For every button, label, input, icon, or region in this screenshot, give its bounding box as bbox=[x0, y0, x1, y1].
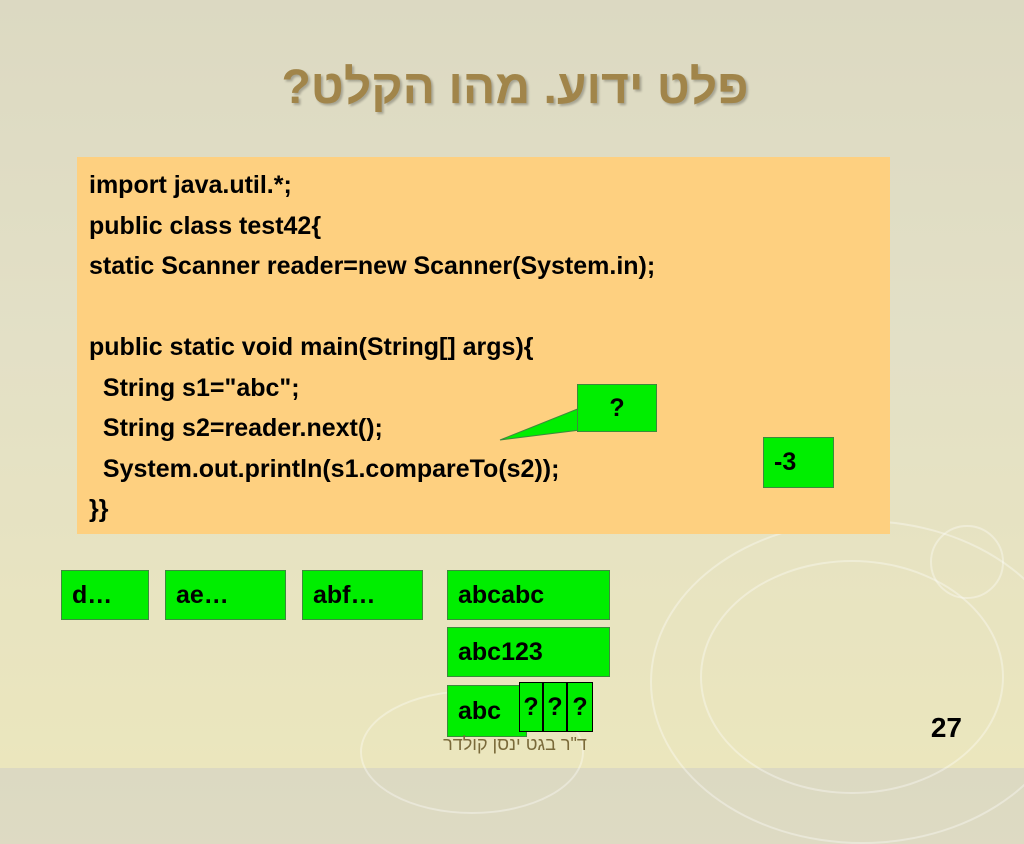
callout-label: ? bbox=[609, 393, 625, 422]
slide-footer: ד"ר בגט ינסן קולדר bbox=[443, 734, 587, 754]
code-line: import java.util.*; bbox=[89, 171, 292, 199]
code-line: public static void main(String[] args){ bbox=[89, 333, 534, 361]
code-line: static Scanner reader=new Scanner(System… bbox=[89, 252, 656, 280]
callout-question-box: ? bbox=[577, 384, 657, 432]
code-line: }} bbox=[89, 495, 109, 523]
code-line: public class test42{ bbox=[89, 211, 322, 240]
answer-option-label: abf… bbox=[313, 580, 376, 609]
code-line: String s2=reader.next(); bbox=[89, 414, 383, 442]
answer-option-box[interactable]: abc123 bbox=[447, 627, 610, 677]
background-ring bbox=[650, 520, 1024, 844]
answer-option-box[interactable]: ae… bbox=[165, 570, 286, 620]
answer-option-label: ae… bbox=[176, 580, 229, 609]
code-line: String s1="abc"; bbox=[89, 373, 300, 402]
answer-option-box[interactable]: abcabc bbox=[447, 570, 610, 620]
answer-option-box[interactable]: abc bbox=[447, 685, 527, 737]
code-line bbox=[89, 287, 878, 328]
question-mark: ? bbox=[523, 692, 539, 721]
code-block: import java.util.*; public class test42{… bbox=[77, 157, 890, 534]
output-value-box: -3 bbox=[763, 437, 834, 488]
question-mark: ? bbox=[547, 692, 563, 721]
answer-option-label: d… bbox=[72, 580, 113, 609]
question-mark: ? bbox=[572, 692, 588, 721]
answer-option-box[interactable]: abf… bbox=[302, 570, 423, 620]
page-number: 27 bbox=[930, 712, 962, 743]
answer-option-label: abc123 bbox=[458, 637, 543, 666]
answer-option-label: abc bbox=[458, 696, 502, 725]
answer-option-box[interactable]: d… bbox=[61, 570, 149, 620]
answer-option-label: abcabc bbox=[458, 580, 545, 609]
question-mark-box: ? bbox=[567, 682, 593, 732]
output-value: -3 bbox=[774, 448, 797, 476]
code-line: System.out.println(s1.compareTo(s2)); bbox=[89, 454, 560, 483]
question-mark-box: ? bbox=[519, 682, 543, 732]
question-mark-box: ? bbox=[543, 682, 567, 732]
slide-title: פלט ידוע. מהו הקלט? bbox=[281, 61, 749, 114]
